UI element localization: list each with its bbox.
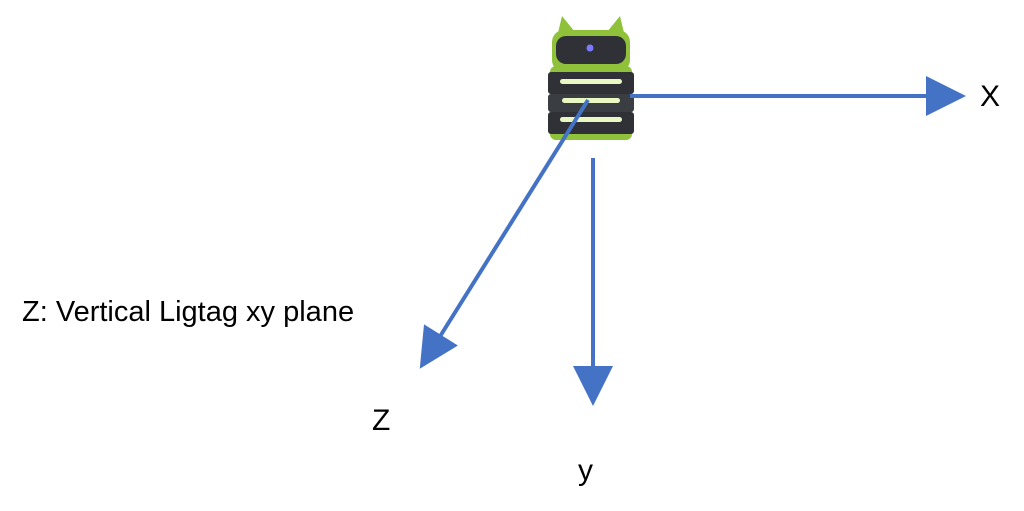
z-axis-arrow bbox=[419, 98, 590, 369]
robot-icon bbox=[548, 16, 634, 140]
y-axis-label: y bbox=[578, 454, 593, 487]
x-axis-label: X bbox=[980, 80, 1001, 113]
z-axis-label: Z bbox=[372, 404, 391, 437]
axis-caption: Z: Vertical Ligtag xy plane bbox=[22, 296, 355, 328]
